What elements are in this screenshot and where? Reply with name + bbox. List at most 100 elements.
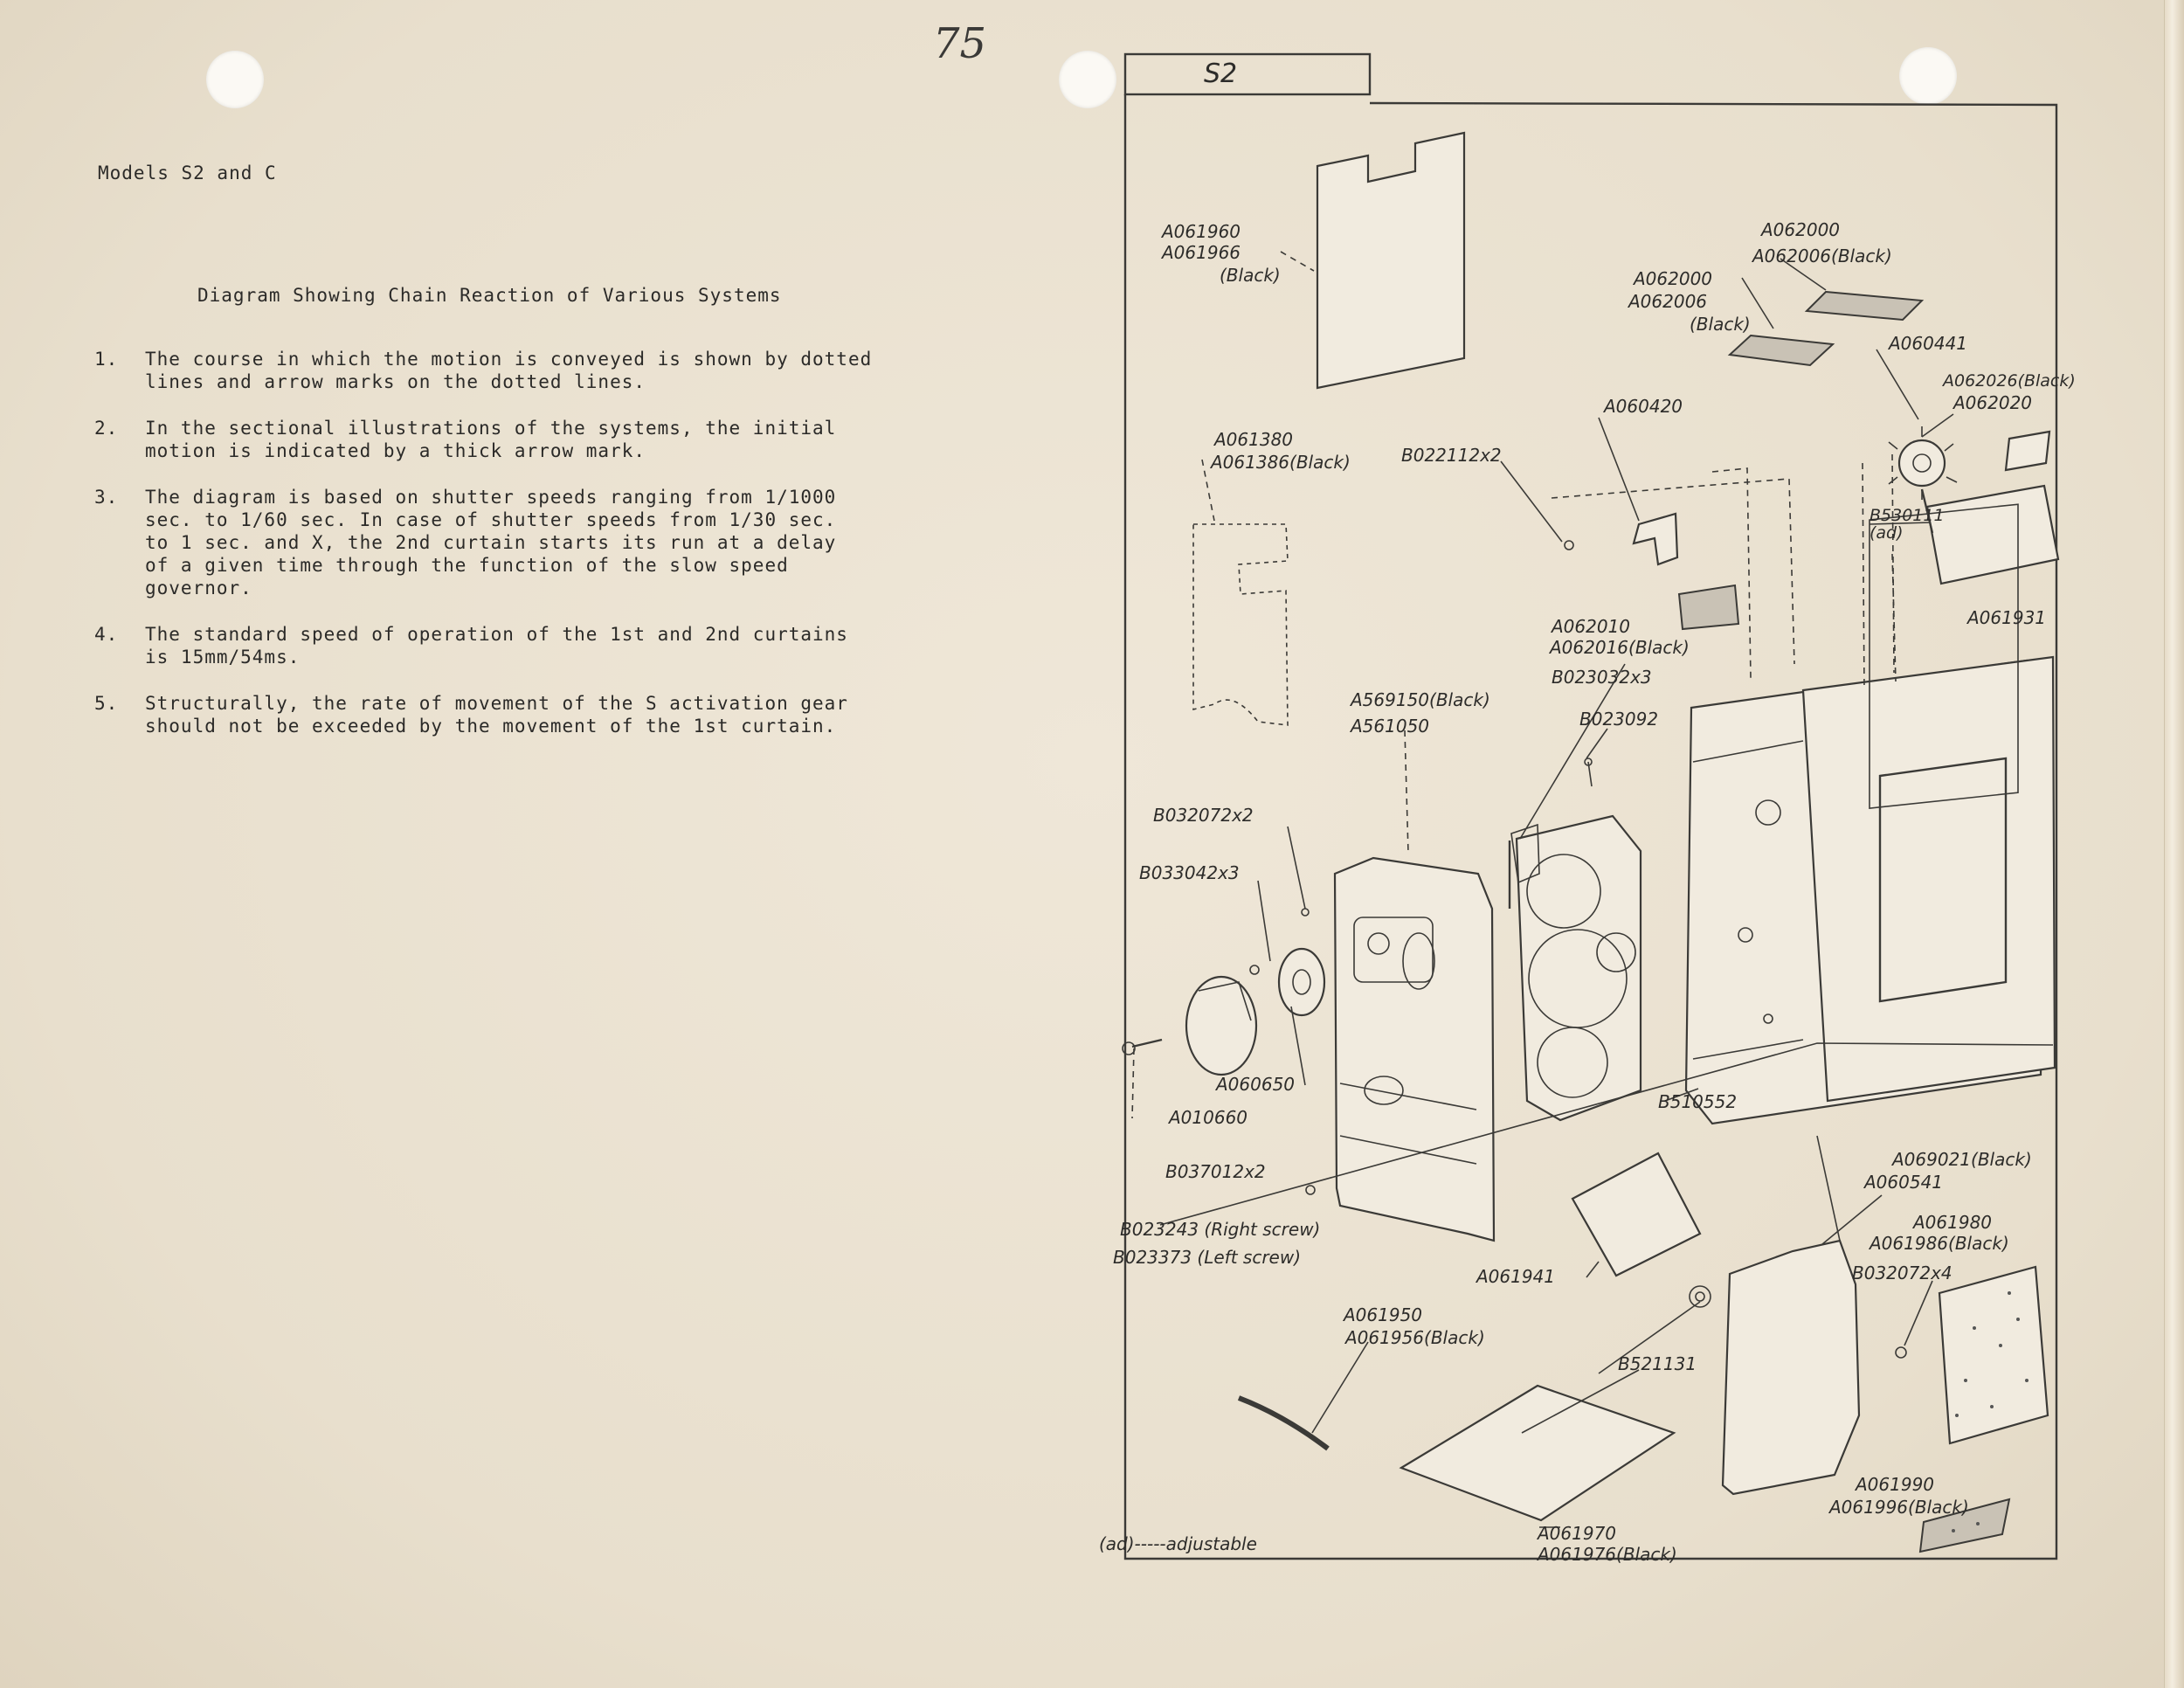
part-label: A061931 — [1966, 607, 2046, 628]
top-plate — [1727, 334, 1835, 367]
note-number: 4. — [94, 624, 119, 645]
shutter-mechanism — [1508, 814, 1642, 1122]
part-label: A062020 — [1952, 392, 2032, 413]
curtain-piece — [1192, 523, 1289, 726]
page-number: 75 — [933, 19, 987, 68]
note-text: The course in which the motion is convey… — [145, 349, 873, 392]
note-item: 1. The course in which the motion is con… — [94, 348, 933, 393]
part-label: A060420 — [1602, 396, 1683, 417]
small-leather-panel — [1918, 1498, 2011, 1553]
part-label: A062016(Black) — [1548, 637, 1690, 658]
gear — [1888, 426, 1958, 534]
part-label: A062000 — [1759, 219, 1840, 240]
diagram-tab-label: S2 — [1204, 59, 1237, 89]
part-label: B022112x2 — [1401, 445, 1502, 466]
dotted-line — [1891, 553, 1897, 682]
part-label: A062026(Black) — [1941, 371, 2076, 391]
diagram-frame — [1123, 94, 2058, 1560]
page-edge — [2164, 0, 2184, 1688]
legend-adjustable: (ad)-----adjustable — [1099, 1533, 1257, 1554]
screw — [1564, 540, 1574, 550]
baseline — [1159, 1042, 2054, 1226]
part-label: A061976(Black) — [1536, 1544, 1677, 1565]
page-title: Diagram Showing Chain Reaction of Variou… — [197, 285, 782, 306]
part-label: A061980 — [1911, 1212, 1992, 1233]
part-label: A061956(Black) — [1344, 1327, 1485, 1348]
dotted-line — [1711, 467, 1752, 679]
leather-panel — [1938, 1265, 2049, 1445]
dotted-line — [1862, 453, 1895, 691]
part-label: A069021(Black) — [1890, 1149, 2032, 1170]
note-text: The diagram is based on shutter speeds r… — [145, 487, 837, 598]
screw — [1305, 1185, 1316, 1195]
models-header: Models S2 and C — [98, 163, 277, 183]
note-text: Structurally, the rate of movement of th… — [145, 693, 848, 737]
part-label: A061996(Black) — [1828, 1497, 1969, 1518]
diagram-tab — [1123, 52, 1372, 96]
punch-hole — [1899, 47, 1957, 105]
part-label: (Black) — [1220, 265, 1281, 286]
top-plate — [1804, 290, 1925, 322]
punch-hole — [206, 51, 264, 108]
spring-plate — [1677, 584, 1740, 631]
pressure-plate — [1316, 131, 1466, 390]
part-label: A061941 — [1475, 1266, 1555, 1287]
screw — [1301, 908, 1310, 917]
strap — [1237, 1395, 1330, 1451]
note-text: In the sectional illustrations of the sy… — [145, 418, 837, 461]
part-label: A062006(Black) — [1751, 246, 1892, 266]
notes-list: 1. The course in which the motion is con… — [94, 348, 933, 761]
note-item: 5. Structurally, the rate of movement of… — [94, 692, 933, 737]
part-label: B023373 (Left screw) — [1113, 1247, 1301, 1268]
shutter-dial — [1122, 947, 1326, 1076]
part-label: B032072x4 — [1852, 1263, 1952, 1283]
part-label: B032072x2 — [1153, 805, 1254, 826]
screw — [1895, 1346, 1907, 1359]
part-label: A061950 — [1342, 1304, 1422, 1325]
part-label: B530111 — [1870, 506, 1945, 525]
note-number: 2. — [94, 418, 119, 439]
note-item: 3. The diagram is based on shutter speed… — [94, 486, 933, 599]
bottom-plate — [1571, 1152, 1702, 1277]
part-label: A061386(Black) — [1209, 452, 1351, 473]
note-item: 2. In the sectional illustrations of the… — [94, 417, 933, 462]
part-label: A010660 — [1167, 1107, 1248, 1128]
note-number: 1. — [94, 349, 119, 370]
part-label: A060650 — [1214, 1074, 1295, 1095]
bracket — [1632, 512, 1679, 566]
part-label: B521131 — [1618, 1353, 1697, 1374]
part-label: B023032x3 — [1552, 667, 1652, 688]
part-label: B037012x2 — [1165, 1161, 1266, 1182]
part-label: A060441 — [1887, 333, 1967, 354]
part-label: A061960 — [1160, 221, 1241, 242]
note-number: 5. — [94, 693, 119, 714]
note-text: The standard speed of operation of the 1… — [145, 624, 848, 668]
leader-lines — [1131, 251, 1954, 1528]
part-label: B023243 (Right screw) — [1120, 1219, 1320, 1240]
part-label: A061986(Black) — [1868, 1233, 2009, 1254]
part-label: B510552 — [1658, 1091, 1737, 1112]
camera-body — [1684, 503, 2056, 1125]
small-plate — [2004, 430, 2051, 472]
part-label: (ad) — [1870, 523, 1904, 543]
part-label: A060541 — [1863, 1172, 1943, 1193]
bottom-cover — [1689, 1135, 1861, 1496]
top-cover — [1333, 856, 1496, 1242]
part-label: A062006 — [1627, 291, 1707, 312]
note-number: 3. — [94, 487, 119, 508]
part-label: A062000 — [1632, 268, 1712, 289]
side-plate — [1925, 484, 2060, 585]
part-label: A061380 — [1213, 429, 1293, 450]
part-label: B033042x3 — [1139, 862, 1240, 883]
part-label: A569150(Black) — [1349, 689, 1490, 710]
part-label: A062010 — [1550, 616, 1630, 637]
part-label: (Black) — [1690, 314, 1751, 335]
part-label: B023092 — [1579, 709, 1658, 730]
part-label: A061990 — [1854, 1474, 1934, 1495]
screw-shaft — [1587, 761, 1593, 787]
part-label: A561050 — [1349, 716, 1429, 737]
punch-hole — [1059, 51, 1116, 108]
part-label: A061970 — [1536, 1523, 1616, 1544]
bottom-plate-large — [1399, 1384, 1676, 1522]
